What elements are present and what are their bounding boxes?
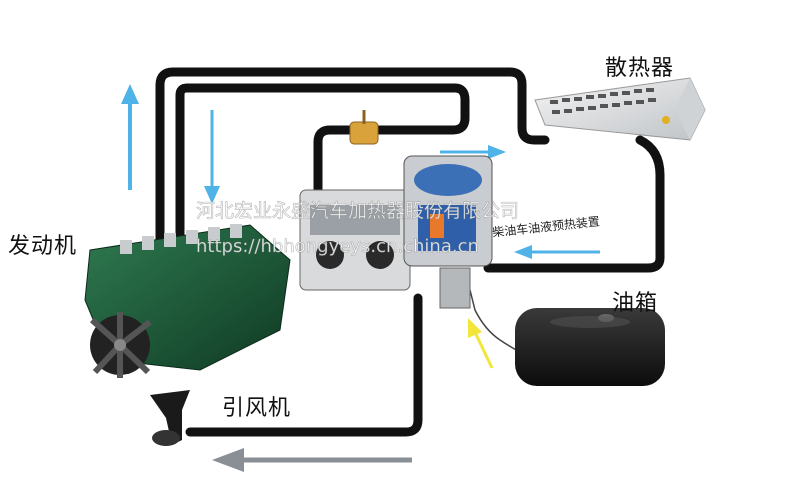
right-arrow-icon	[440, 145, 506, 159]
fuel-tank-illustration	[515, 308, 665, 386]
radiator-label: 散热器	[605, 56, 675, 81]
url-watermark: https://hbhongyeys.cn.china.cn	[196, 236, 479, 258]
fuel-line	[469, 289, 521, 353]
blower-illustration	[150, 390, 190, 446]
radiator-illustration	[534, 77, 706, 141]
fuel-tank-label: 油箱	[612, 291, 659, 316]
down-arrow-icon	[204, 110, 220, 204]
exhaust-arrow-icon	[212, 448, 412, 472]
outer-loop-pipe	[155, 67, 550, 255]
fan-icon	[90, 312, 152, 378]
left-arrow-icon	[514, 245, 600, 259]
blower-label: 引风机	[222, 396, 292, 421]
valve-icon	[349, 110, 379, 145]
flow-arrows-blue	[121, 84, 600, 259]
engine-label: 发动机	[8, 234, 78, 259]
inner-loop-pipe	[175, 83, 470, 255]
fuel-flow-arrow-icon	[468, 318, 494, 369]
company-watermark: 河北宏业永盛汽车加热器股份有限公司	[196, 200, 520, 223]
blower-duct-pipe	[185, 293, 423, 437]
radiator-return-pipe	[483, 135, 665, 273]
preheater-device-illustration	[299, 110, 493, 309]
engine-illustration	[84, 224, 291, 378]
coolant-pipes	[155, 67, 665, 437]
up-arrow-icon	[121, 84, 139, 190]
